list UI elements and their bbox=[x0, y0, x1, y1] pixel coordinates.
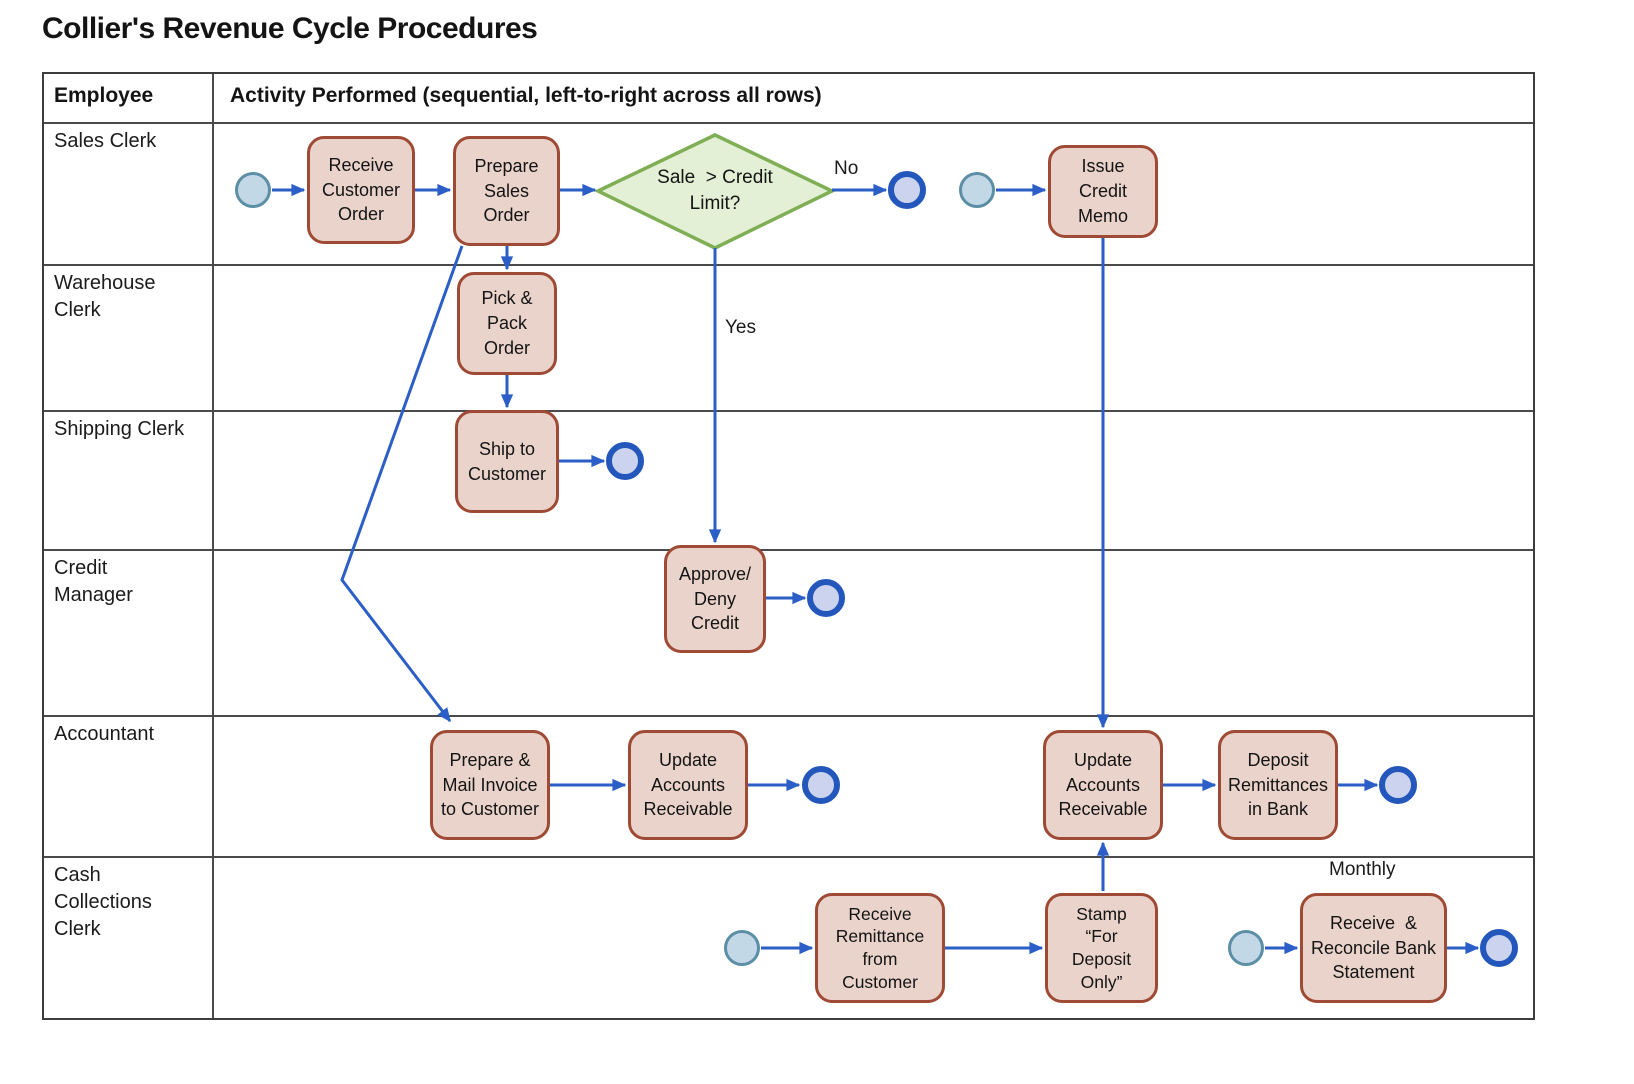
header-employee: Employee bbox=[54, 84, 154, 107]
lane-label-cash-collections-clerk: Cash Collections Clerk bbox=[54, 864, 152, 940]
lane-label-accountant: Accountant bbox=[54, 723, 155, 745]
task-update-accounts-receivable-2: Update Accounts Receivable bbox=[1043, 730, 1163, 840]
end-event-invoicing bbox=[802, 766, 840, 804]
row-divider bbox=[44, 410, 1533, 412]
end-event-shipping bbox=[606, 442, 644, 480]
swimlane-table: Employee Activity Performed (sequential,… bbox=[42, 72, 1535, 1020]
start-event-remittance bbox=[724, 930, 760, 966]
task-approve-deny-credit: Approve/ Deny Credit bbox=[664, 545, 766, 653]
task-ship-to-customer: Ship to Customer bbox=[455, 410, 559, 513]
decision-label: Sale > Credit Limit? bbox=[657, 167, 773, 214]
task-prepare-mail-invoice: Prepare & Mail Invoice to Customer bbox=[430, 730, 550, 840]
lane-label-shipping-clerk: Shipping Clerk bbox=[54, 418, 185, 440]
start-event-reconcile bbox=[1228, 930, 1264, 966]
start-event-sales bbox=[235, 172, 271, 208]
row-divider bbox=[44, 264, 1533, 266]
task-deposit-remittances: Deposit Remittances in Bank bbox=[1218, 730, 1338, 840]
edge-label-no: No bbox=[834, 158, 859, 179]
start-event-credit-memo bbox=[959, 172, 995, 208]
row-divider bbox=[44, 715, 1533, 717]
task-prepare-sales-order: Prepare Sales Order bbox=[453, 136, 560, 246]
end-event-credit-denied bbox=[888, 171, 926, 209]
row-divider bbox=[44, 856, 1533, 858]
task-pick-pack-order: Pick & Pack Order bbox=[457, 272, 557, 375]
end-event-deposit bbox=[1379, 766, 1417, 804]
end-event-credit-manager bbox=[807, 579, 845, 617]
edge-label-yes: Yes bbox=[725, 317, 756, 338]
edge-prepare-to-invoice bbox=[340, 245, 464, 723]
task-update-accounts-receivable-1: Update Accounts Receivable bbox=[628, 730, 748, 840]
lane-label-credit-manager: Credit Manager bbox=[54, 557, 133, 606]
row-divider bbox=[44, 549, 1533, 551]
task-stamp-for-deposit-only: Stamp “For Deposit Only” bbox=[1045, 893, 1158, 1003]
page-title: Collier's Revenue Cycle Procedures bbox=[42, 12, 538, 45]
end-event-reconcile bbox=[1480, 929, 1518, 967]
task-receive-remittance: Receive Remittance from Customer bbox=[815, 893, 945, 1003]
edge-label-monthly: Monthly bbox=[1329, 859, 1396, 880]
lane-label-sales-clerk: Sales Clerk bbox=[54, 130, 157, 152]
task-receive-customer-order: Receive Customer Order bbox=[307, 136, 415, 244]
task-issue-credit-memo: Issue Credit Memo bbox=[1048, 145, 1158, 238]
task-receive-reconcile-bank-statement: Receive & Reconcile Bank Statement bbox=[1300, 893, 1447, 1003]
lane-label-warehouse-clerk: Warehouse Clerk bbox=[54, 272, 156, 321]
row-divider bbox=[44, 122, 1533, 124]
column-divider bbox=[212, 74, 214, 1018]
header-activity: Activity Performed (sequential, left-to-… bbox=[230, 84, 822, 107]
